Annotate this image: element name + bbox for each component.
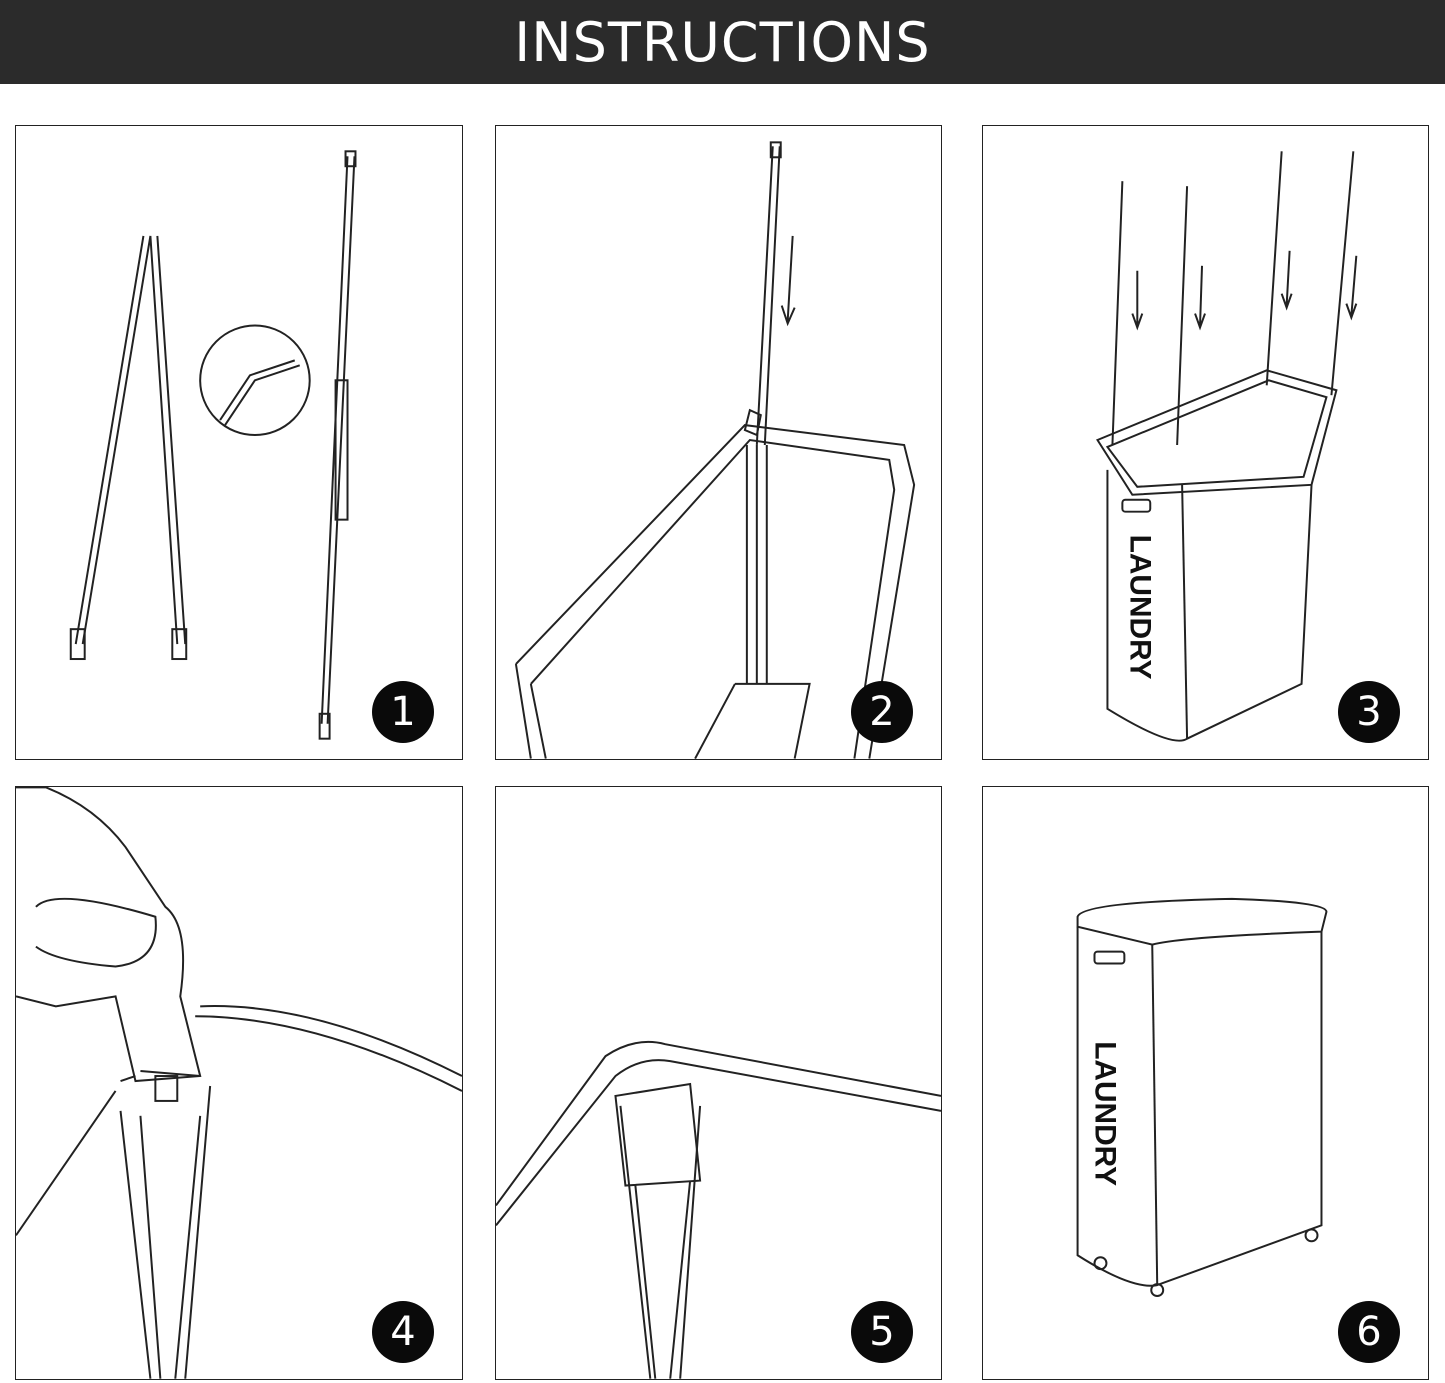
- page-title: INSTRUCTIONS: [514, 10, 931, 74]
- step-2-panel: 2: [495, 125, 942, 760]
- instructions-header: INSTRUCTIONS: [0, 0, 1445, 84]
- four-poles-insertion-illustration: LAUNDRY: [1096, 151, 1358, 742]
- step-3-panel: LAUNDRY 3: [982, 125, 1429, 760]
- folded-and-extended-poles-illustration: [69, 150, 357, 740]
- assembled-laundry-hamper-illustration: LAUNDRY: [1076, 897, 1328, 1298]
- laundry-label: LAUNDRY: [1123, 535, 1156, 680]
- step-number-badge: 3: [1338, 681, 1400, 743]
- step-5-panel: 5: [495, 786, 942, 1380]
- step-number-badge: 2: [851, 681, 913, 743]
- step-4-panel: 4: [15, 786, 463, 1380]
- velcro-fastening-illustration: [496, 1040, 941, 1379]
- step-number-badge: 1: [372, 681, 434, 743]
- step-6-panel: LAUNDRY 6: [982, 786, 1429, 1380]
- laundry-label: LAUNDRY: [1088, 1041, 1121, 1186]
- attach-pole-cap-illustration: [16, 787, 462, 1379]
- step-number-badge: 4: [372, 1301, 434, 1363]
- step-number-badge: 5: [851, 1301, 913, 1363]
- pole-insertion-illustration: [514, 141, 916, 759]
- step-number-badge: 6: [1338, 1301, 1400, 1363]
- step-1-panel: 1: [15, 125, 463, 760]
